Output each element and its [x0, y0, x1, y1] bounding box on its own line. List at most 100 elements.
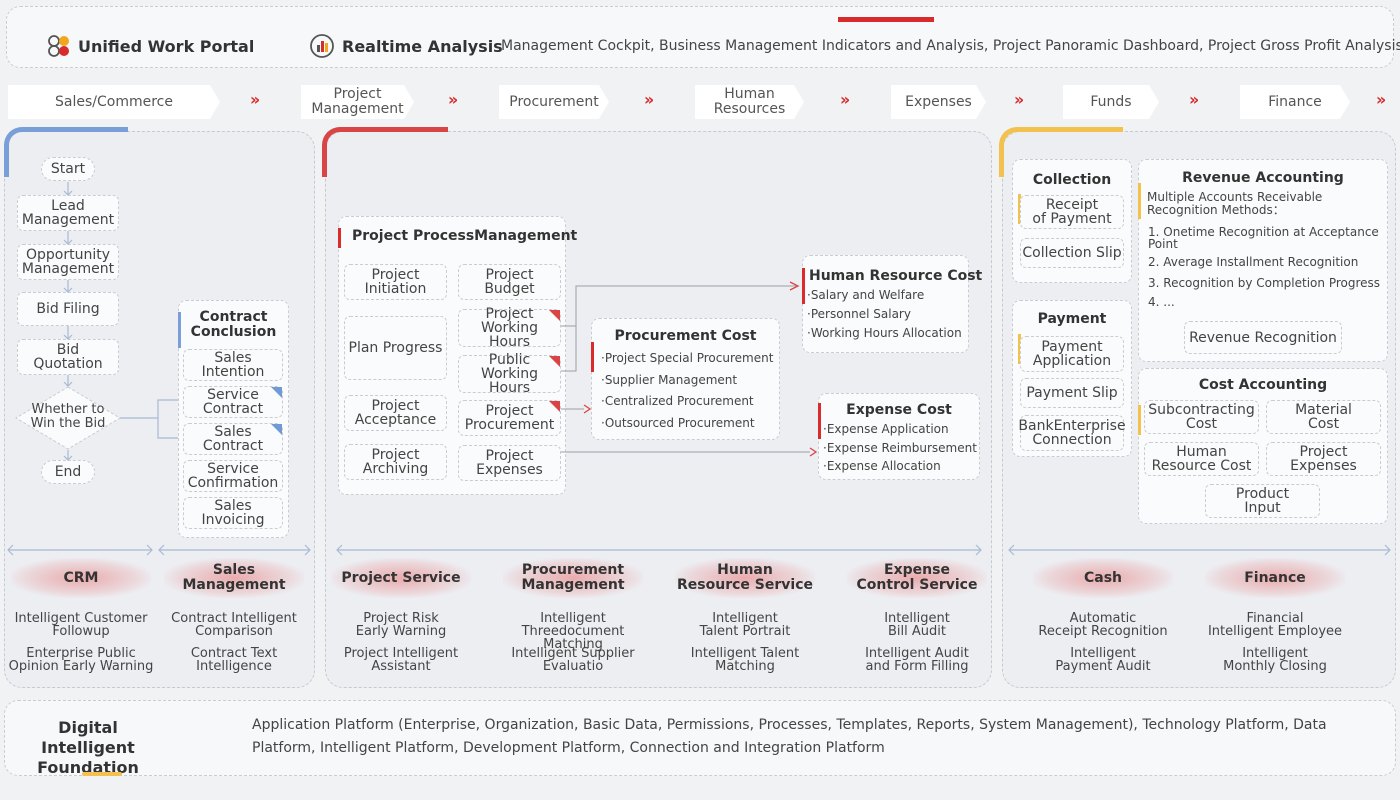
- pm-right-node[interactable]: Project Budget: [458, 264, 561, 300]
- contract-item[interactable]: Sales Intention: [183, 349, 283, 381]
- receipt-of-payment[interactable]: Receipt of Payment: [1020, 195, 1124, 229]
- revenue-accounting-title: Revenue Accounting: [1182, 170, 1344, 186]
- stage-tab[interactable]: Project Management: [301, 85, 414, 119]
- service-item: Intelligent Talent Matching: [690, 646, 800, 674]
- cost-item[interactable]: Product Input: [1205, 484, 1320, 518]
- cost-connectors: [560, 280, 822, 470]
- portal-title[interactable]: Unified Work Portal: [78, 37, 255, 56]
- service-title[interactable]: Human Resource Service: [677, 562, 813, 593]
- stage-tab[interactable]: Procurement: [499, 85, 609, 119]
- payment-application[interactable]: Payment Application: [1020, 336, 1124, 372]
- service-item: Intelligent Talent Portrait: [699, 611, 791, 639]
- corner-flag-icon: [549, 356, 560, 367]
- pm-left-node[interactable]: Plan Progress: [344, 316, 447, 380]
- node-label: Project Working Hours: [480, 306, 539, 350]
- expense-cost-item: ·Expense Reimbursement: [823, 440, 977, 455]
- corner-flag-icon: [549, 401, 560, 412]
- node-label: Service Contract: [202, 387, 264, 417]
- contract-conclusion-title: Contract Conclusion: [190, 309, 277, 340]
- corner-flag-icon: [271, 424, 282, 435]
- revenue-subtitle: Multiple Accounts Receivable Recognition…: [1147, 190, 1323, 217]
- receipt-of-payment-label: Receipt of Payment: [1032, 197, 1112, 227]
- service-title[interactable]: CRM: [63, 569, 99, 586]
- service-glow: [847, 558, 987, 598]
- revenue-method-item: 3. Recognition by Completion Progress: [1148, 276, 1381, 290]
- pm-left-node[interactable]: Project Archiving: [344, 444, 447, 480]
- service-item: Intelligent Bill Audit: [884, 611, 950, 639]
- flow-start[interactable]: Start: [41, 157, 95, 181]
- contract-item[interactable]: Sales Contract: [183, 423, 283, 455]
- decision-to-contract-connector: [120, 398, 180, 442]
- flow-bid-quotation-label: Bid Quotation: [33, 342, 103, 372]
- pm-right-node[interactable]: Public Working Hours: [458, 352, 561, 396]
- contract-item[interactable]: Service Contract: [183, 386, 283, 418]
- hr-cost-accent: [802, 268, 805, 304]
- flow-decision[interactable]: Whether to Win the Bid: [15, 386, 121, 450]
- hr-cost-item: ·Working Hours Allocation: [807, 326, 962, 340]
- pm-right-node[interactable]: Project Procurement: [458, 400, 561, 436]
- hr-cost-box: [802, 255, 969, 353]
- payment-slip[interactable]: Payment Slip: [1020, 378, 1124, 408]
- realtime-title[interactable]: Realtime Analysis: [342, 37, 503, 56]
- service-glow: [331, 558, 471, 598]
- service-item: Intelligent Customer Followup: [14, 611, 148, 639]
- service-glow: [1205, 558, 1345, 598]
- stage-tab[interactable]: Expenses: [891, 85, 986, 119]
- payment-title: Payment: [1037, 311, 1107, 327]
- sales-panel-accent: [4, 127, 128, 177]
- pm-left-node[interactable]: Project Acceptance: [344, 395, 447, 431]
- stage-tab[interactable]: Human Resources: [695, 85, 804, 119]
- hr-cost-title: Human Resource Cost: [809, 268, 983, 284]
- payment-accent: [1018, 334, 1021, 364]
- cost-item[interactable]: Subcontracting Cost: [1144, 400, 1259, 434]
- flow-bid-filing[interactable]: Bid Filing: [17, 292, 119, 326]
- foundation-title: Digital Intelligent Foundation: [37, 718, 139, 777]
- flow-decision-label: Whether to Win the Bid: [30, 402, 106, 431]
- cost-item[interactable]: Human Resource Cost: [1144, 442, 1259, 476]
- cost-accounting-title: Cost Accounting: [1198, 377, 1328, 393]
- flow-bid-quotation[interactable]: Bid Quotation: [17, 339, 119, 375]
- stage-tab[interactable]: Finance: [1240, 85, 1350, 119]
- service-item: Intelligent Monthly Closing: [1223, 646, 1327, 674]
- expense-cost-box: [818, 393, 980, 480]
- pm-left-node[interactable]: Project Initiation: [344, 264, 447, 300]
- service-title[interactable]: Expense Control Service: [856, 562, 978, 593]
- cost-item[interactable]: Project Expenses: [1266, 442, 1381, 476]
- node-label: Public Working Hours: [480, 352, 539, 396]
- stage-tab[interactable]: Funds: [1063, 85, 1159, 119]
- hr-cost-item: ·Salary and Welfare: [807, 288, 925, 302]
- portal-icon: [46, 33, 72, 59]
- service-title[interactable]: Procurement Management: [521, 562, 625, 593]
- pm-right-node[interactable]: Project Expenses: [458, 445, 561, 481]
- procurement-cost-box: [591, 318, 780, 440]
- service-title[interactable]: Cash: [1083, 569, 1123, 586]
- expense-cost-accent: [818, 403, 821, 439]
- pm-right-node[interactable]: Project Working Hours: [458, 306, 561, 350]
- stage-tab[interactable]: Sales/Commerce: [8, 85, 220, 119]
- collection-title: Collection: [1032, 172, 1112, 188]
- bank-enterprise-connection[interactable]: BankEnterprise Connection: [1018, 415, 1126, 451]
- cost-item[interactable]: Material Cost: [1266, 400, 1381, 434]
- revenue-methods-list: 1. Onetime Recognition at Acceptance Poi…: [1148, 226, 1384, 308]
- service-item: Intelligent Audit and Form Filling: [865, 646, 969, 674]
- flow-lead-label: Lead Management: [21, 198, 115, 228]
- node-label: Project Procurement: [464, 403, 555, 433]
- expense-cost-item: ·Expense Allocation: [823, 459, 941, 473]
- service-title[interactable]: Sales Management: [182, 562, 286, 593]
- contract-item[interactable]: Sales Invoicing: [183, 497, 283, 529]
- stage-separator-icon: ››: [644, 90, 654, 109]
- procurement-cost-item: ·Centralized Procurement: [601, 394, 754, 408]
- service-glow: [11, 558, 151, 598]
- contract-item[interactable]: Service Confirmation: [183, 460, 283, 492]
- stage-separator-icon: ››: [448, 90, 458, 109]
- collection-slip[interactable]: Collection Slip: [1020, 238, 1124, 268]
- flow-connectors: [62, 182, 74, 461]
- contract-accent: [178, 312, 181, 348]
- service-title[interactable]: Project Service: [341, 569, 461, 586]
- cost-accent: [1138, 405, 1141, 435]
- flow-opportunity-management[interactable]: Opportunity Management: [17, 244, 119, 280]
- service-title[interactable]: Finance: [1244, 569, 1306, 586]
- stage-separator-icon: ››: [1376, 90, 1386, 109]
- revenue-recognition-button[interactable]: Revenue Recognition: [1184, 321, 1342, 354]
- service-glow: [675, 558, 815, 598]
